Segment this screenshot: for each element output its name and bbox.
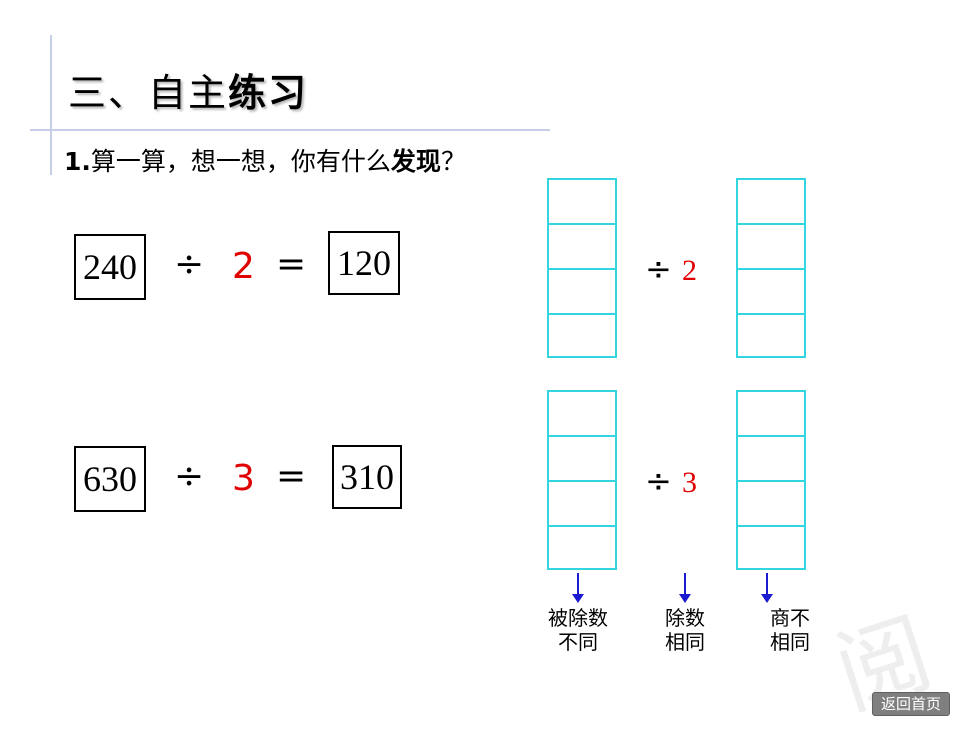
divide-sign: ÷ [174,456,205,497]
divisor-value: 3 [232,458,255,499]
grid-cell [547,525,617,570]
dividend-box: 630 [74,446,146,512]
down-arrow-icon [761,573,773,603]
slide-title-plain: 三、自主 [68,71,229,115]
equals-sign: = [276,244,307,285]
conclusion-dividend: 被除数 不同 [538,606,618,654]
conclusion-divisor: 除数 相同 [650,606,720,654]
grid-cell [736,480,806,525]
pattern-divide-sign: ÷ [645,462,672,500]
grid-cell [736,268,806,313]
quotient-box: 310 [332,445,402,509]
divide-sign: ÷ [174,244,205,285]
pattern-divisor: 2 [681,254,697,287]
pattern-divide-label: ÷ 3 [645,462,697,500]
grid-cell [547,480,617,525]
quotient-box: 120 [328,231,400,295]
header-vertical-accent [50,35,52,175]
back-home-button[interactable]: 返回首页 [872,692,950,716]
grid-cell [736,390,806,435]
grid-cell [547,435,617,480]
quotient-grid-column [736,178,806,358]
grid-cell [547,268,617,313]
grid-cell [547,313,617,358]
quotient-grid-column [736,390,806,570]
dividend-grid-column [547,390,617,570]
grid-cell [736,178,806,223]
dividend-grid-column [547,178,617,358]
grid-cell [547,223,617,268]
equals-sign: = [276,456,307,497]
grid-cell [736,313,806,358]
quotient-value: 310 [340,457,394,497]
question-emphasis: 发现 [390,147,441,176]
grid-cell [736,223,806,268]
dividend-value: 630 [83,459,137,499]
dividend-value: 240 [83,247,137,287]
question-text: 算一算，想一想，你有什么 [90,147,391,176]
divisor-value: 2 [232,246,255,287]
slide-title-bold: 练习 [228,71,309,115]
down-arrow-icon [679,573,691,603]
conclusion-line: 商不 [770,606,810,630]
dividend-box: 240 [74,234,146,300]
grid-cell [736,435,806,480]
header-divider [30,129,550,131]
pattern-divide-sign: ÷ [645,250,672,288]
grid-cell [547,178,617,223]
question-end: ？ [440,147,466,176]
question-prompt: 1.算一算，想一想，你有什么发现？ [64,142,466,178]
conclusion-line: 不同 [558,630,598,654]
conclusion-line: 被除数 [548,606,608,630]
grid-cell [547,390,617,435]
question-number: 1. [64,147,91,176]
pattern-divisor: 3 [681,466,697,499]
down-arrow-icon [572,573,584,603]
grid-cell [736,525,806,570]
conclusion-line: 相同 [770,630,810,654]
conclusion-line: 相同 [665,630,705,654]
slide-title: 三、自主练习 [68,62,308,117]
pattern-divide-label: ÷ 2 [645,250,697,288]
conclusion-quotient: 商不 相同 [755,606,825,654]
quotient-value: 120 [337,243,391,283]
conclusion-line: 除数 [665,606,705,630]
